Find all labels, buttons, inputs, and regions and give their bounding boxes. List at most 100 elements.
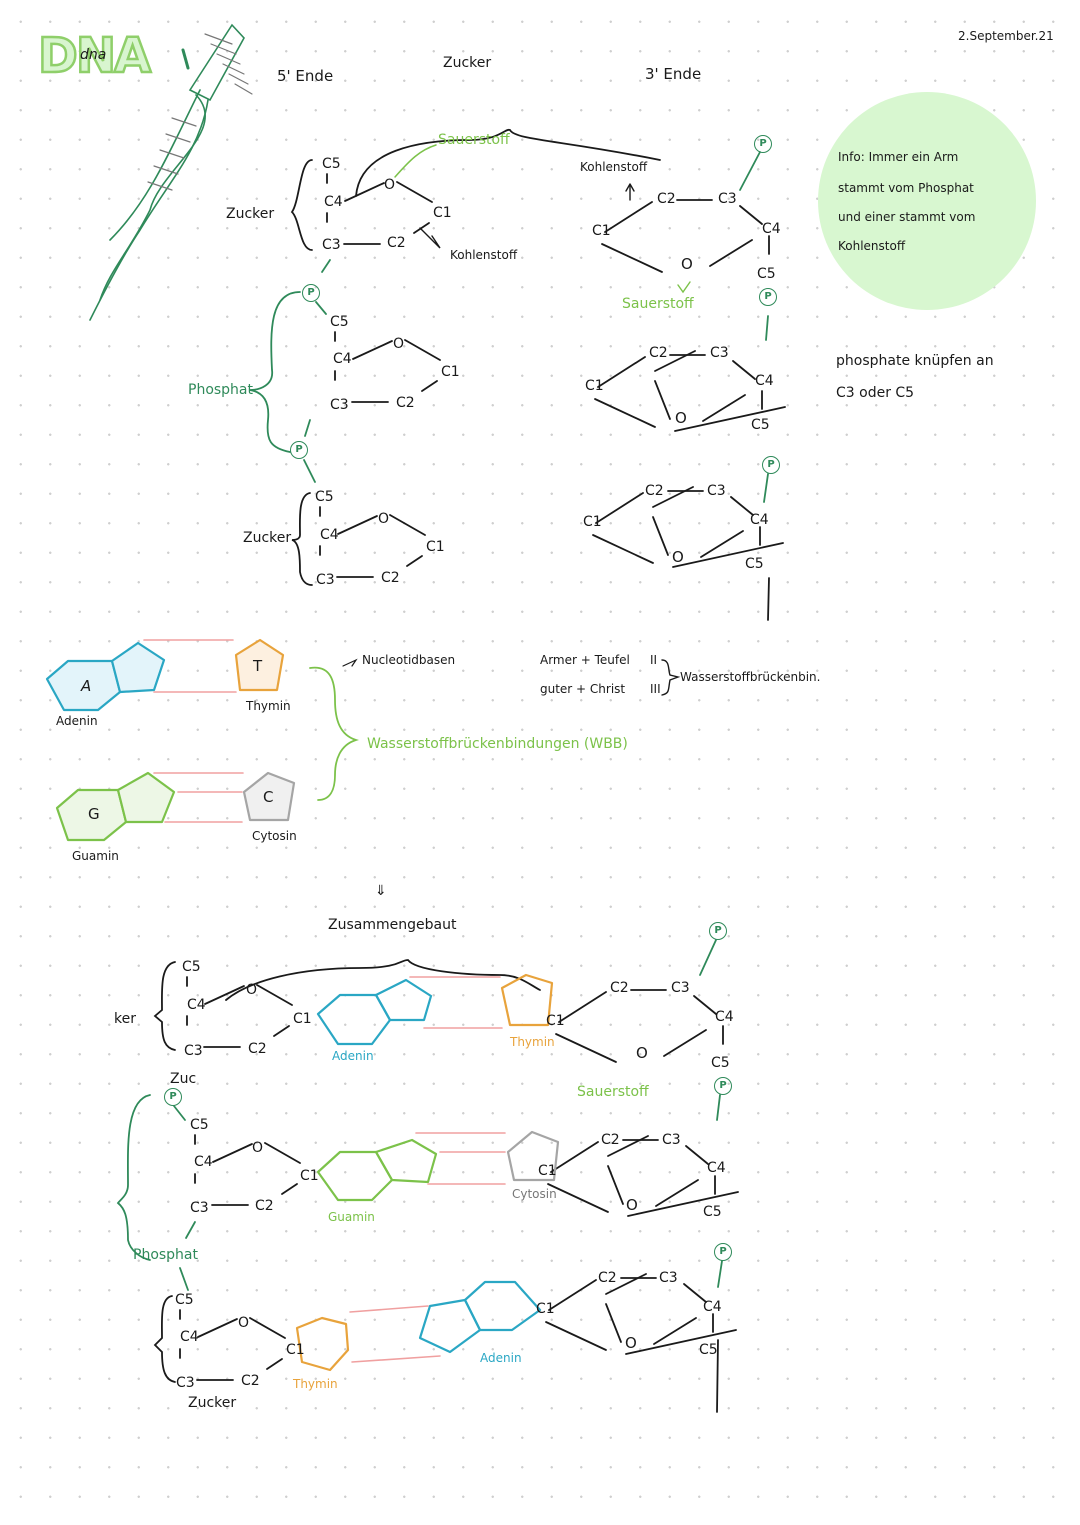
atom-c5: C5 — [711, 1055, 730, 1071]
helix-strand — [109, 89, 201, 241]
sugar-mid-bond — [421, 380, 438, 392]
atom-c1: C1 — [536, 1301, 555, 1317]
sugar-r-mid-bond — [732, 360, 756, 380]
kohlenstoff-label: Kohlenstoff — [450, 248, 518, 262]
asm-sugar-a-bond — [256, 984, 293, 1006]
phosphate-bond — [765, 315, 769, 341]
atom-c1: C1 — [583, 514, 602, 530]
helix-rung — [159, 149, 185, 159]
asm-sugar-r-c-bond — [545, 1321, 607, 1351]
atom-c4: C4 — [755, 373, 774, 389]
asm-sugar-r-c-bond — [548, 1279, 597, 1311]
arrow-head — [625, 183, 635, 192]
phosphate-bond — [763, 473, 769, 503]
phosphat-label: Phosphat — [188, 382, 254, 398]
atom-c3: C3 — [671, 980, 690, 996]
phosphate-icon: P — [754, 135, 772, 153]
asm-sugar-r-b-bond — [685, 1145, 709, 1165]
atom-c4: C4 — [715, 1009, 734, 1025]
sugar-r-top-bond — [739, 205, 763, 225]
sugar-mid-bond — [352, 340, 393, 360]
atom-c1: C1 — [441, 364, 460, 380]
atom-c2: C2 — [241, 1373, 260, 1389]
zucker-label: Zucker — [188, 1395, 237, 1411]
base-letter-g: G — [88, 805, 100, 823]
sugar-r-low-bond — [730, 496, 754, 516]
sugar-r-low-bond — [592, 534, 654, 564]
atom-c2: C2 — [649, 345, 668, 361]
sugar-r-low-bond — [700, 530, 744, 558]
atom-c3: C3 — [707, 483, 726, 499]
base-name-thymin: Thymin — [246, 699, 291, 713]
sugar-r-top-bond — [709, 239, 753, 267]
atom-c1: C1 — [546, 1013, 565, 1029]
date: 2.September.21 — [958, 29, 1054, 43]
phosphate-bond — [303, 459, 316, 483]
strand-continuation — [716, 1339, 719, 1413]
asm-sugar-r-a-bond — [663, 1029, 707, 1057]
five-prime-label: 5' Ende — [277, 67, 334, 85]
atom-c2: C2 — [601, 1132, 620, 1148]
asm-sugar-b-bond — [212, 1143, 253, 1163]
atom-o: O — [384, 177, 396, 193]
sugar-r-low-bond — [672, 542, 784, 568]
helix-rung — [210, 43, 237, 55]
phosphate-icon: P — [714, 1243, 732, 1261]
atom-o: O — [393, 336, 405, 352]
arrow-sauerstoff — [677, 281, 691, 294]
atom-c5: C5 — [182, 959, 201, 975]
brace-phosphat — [249, 291, 301, 453]
helix-rung — [153, 165, 179, 175]
sugar-top-bond — [396, 181, 433, 203]
atom-c2: C2 — [387, 235, 406, 251]
mnemonic-at: Armer + Teufel — [540, 653, 630, 667]
helix-top — [188, 23, 245, 102]
base-thymin-pentagon — [234, 638, 285, 692]
down-arrow-icon: ⇓ — [375, 883, 387, 899]
atom-c5: C5 — [330, 314, 349, 330]
atom-c5: C5 — [175, 1292, 194, 1308]
info-line: stammt vom Phosphat — [838, 181, 974, 195]
brace-assembled — [225, 959, 541, 1001]
phosphate-note: phosphate knüpfen an — [836, 353, 994, 369]
helix-rung — [204, 33, 233, 45]
asm-sugar-r-c-bond — [605, 1303, 622, 1343]
asm-adenin-pentagon — [418, 1298, 482, 1354]
helix-strand — [99, 94, 206, 301]
asm-sugar-a-bond — [204, 985, 245, 1005]
atom-c4: C4 — [750, 512, 769, 528]
brace-zucker — [153, 1295, 176, 1383]
sugar-top-label: Zucker — [443, 55, 492, 71]
atom-c1: C1 — [286, 1342, 305, 1358]
zuc-partial-label: Zuc — [170, 1071, 197, 1087]
base-letter-a: A — [81, 677, 92, 695]
atom-c3: C3 — [316, 572, 335, 588]
atom-c4: C4 — [333, 351, 352, 367]
atom-c3: C3 — [662, 1132, 681, 1148]
asm-cytosin-pentagon — [506, 1130, 560, 1182]
helix-rung — [216, 53, 241, 65]
atom-c5: C5 — [315, 489, 334, 505]
sugar-r-top-bond — [601, 243, 663, 273]
mnemonic-at-bonds: II — [650, 653, 658, 667]
asm-sugar-c-bond — [197, 1318, 238, 1338]
asm-sugar-r-b-bond — [550, 1141, 599, 1173]
sugar-r-mid-bond — [594, 398, 656, 428]
base-letter-c: C — [263, 788, 274, 806]
sugar-mid-bond — [404, 339, 441, 361]
nucleotide-bases-label: Nucleotidbasen — [362, 653, 456, 667]
asm-sugar-r-b-bond — [627, 1191, 739, 1217]
helix-rung — [234, 83, 253, 95]
brace-zucker — [153, 961, 176, 1051]
helix-rung — [228, 73, 249, 85]
brace-top — [355, 128, 661, 197]
asm-sugar-a-bond — [273, 1025, 290, 1037]
asm-sugar-c-bond — [266, 1358, 283, 1370]
brace-bases — [309, 666, 360, 801]
sugar-r-mid-bond — [597, 356, 646, 388]
asm-adenin-pentagon — [374, 978, 433, 1022]
asm-sugar-c-bond — [249, 1317, 286, 1339]
helix-arrow — [181, 48, 190, 70]
info-line: Info: Immer ein Arm — [838, 150, 959, 164]
phosphate-bond — [304, 419, 311, 437]
